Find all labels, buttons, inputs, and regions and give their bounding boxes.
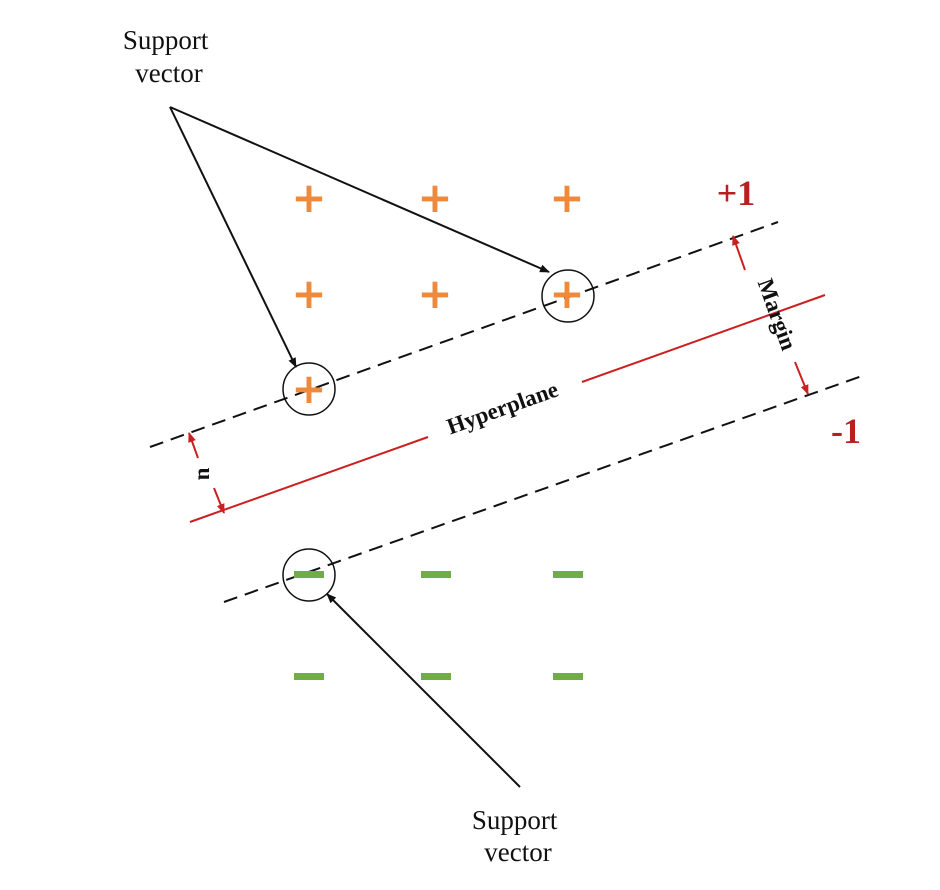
positive-support-vector: + <box>291 364 326 413</box>
positive-points: + + + + + + + <box>291 173 584 413</box>
negative-point <box>553 673 583 680</box>
positive-point: + <box>291 173 326 222</box>
positive-support-vector: + <box>549 269 584 318</box>
negative-margin-boundary <box>223 375 863 603</box>
support-vector-pointer <box>169 106 297 368</box>
positive-point: + <box>417 173 452 222</box>
positive-margin-boundary <box>149 221 779 448</box>
support-vector-label-top-line1: Support <box>123 25 209 55</box>
support-vector-label-bottom: Support vector <box>472 805 564 867</box>
positive-class-label: +1 <box>717 173 756 213</box>
margin-arrow-top <box>732 235 746 271</box>
positive-point: + <box>291 269 326 318</box>
negative-point <box>421 673 451 680</box>
hyperplane-line-left <box>189 436 429 523</box>
negative-class-label: -1 <box>831 411 861 451</box>
positive-point: + <box>417 269 452 318</box>
hyperplane-line-right <box>581 294 826 383</box>
margin-arrow-bottom <box>794 361 809 395</box>
hyperplane-label: Hyperplane <box>444 377 562 440</box>
support-vector-pointer <box>169 106 550 273</box>
support-vector-circle <box>282 548 336 602</box>
negative-point <box>294 673 324 680</box>
positive-point: + <box>549 173 584 222</box>
support-vector-label-bottom-line1: Support <box>472 805 558 835</box>
support-vector-label-top-line2: vector <box>135 58 202 88</box>
offset-label: u <box>194 468 219 481</box>
offset-arrow-top <box>188 432 199 459</box>
support-vector-circle <box>541 269 595 323</box>
support-vector-circle <box>282 362 336 416</box>
negative-points <box>294 571 583 680</box>
support-vector-label-top: Support vector <box>123 25 215 88</box>
negative-point <box>421 571 451 578</box>
support-vector-pointer <box>326 593 521 788</box>
support-vector-label-bottom-line2: vector <box>484 837 551 867</box>
negative-point <box>553 571 583 578</box>
margin-label: Margin <box>753 275 802 353</box>
offset-arrow-bottom <box>213 487 225 514</box>
negative-support-vector <box>294 571 324 578</box>
